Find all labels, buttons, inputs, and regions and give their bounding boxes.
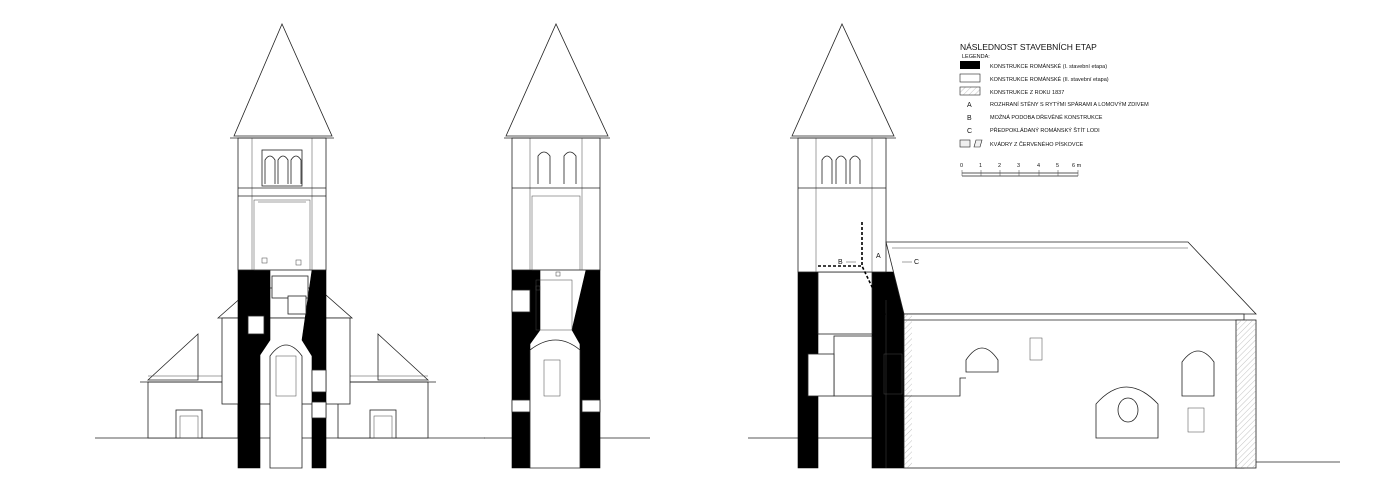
legend-swatch-stage1: [960, 61, 980, 69]
scale-tick-6: 6 m: [1072, 163, 1082, 169]
marker-b: B: [838, 259, 843, 266]
scale-tick-5: 5: [1056, 163, 1059, 169]
scale-tick-2: 2: [998, 163, 1001, 169]
legend-item-3: KONSTRUKCE Z ROKU 1837: [990, 90, 1064, 96]
legend-item-7: KVÁDRY Z ČERVENÉHO PÍSKOVCE: [990, 141, 1084, 148]
legend-item-5: MOŽNÁ PODOBA DŘEVĚNÉ KONSTRUKCE: [990, 113, 1103, 121]
legend-key-a: A: [967, 102, 972, 109]
elevation-west: [95, 23, 485, 469]
legend-item-6: PŘEDPOKLÁDANÝ ROMÁNSKÝ ŠTÍT LODI: [990, 126, 1100, 134]
marker-c: C: [914, 259, 919, 266]
scale-tick-0: 0: [960, 163, 963, 169]
drawing-markers: A B C: [838, 253, 919, 266]
scale-tick-4: 4: [1037, 163, 1040, 169]
marker-a: A: [876, 253, 881, 260]
elevation-section: [484, 23, 650, 469]
legend: NÁSLEDNOST STAVEBNÍCH ETAP LEGENDA: KONS…: [959, 42, 1149, 177]
legend-key-c: C: [967, 128, 972, 135]
legend-swatch-quader: [959, 139, 983, 148]
scale-tick-3: 3: [1017, 163, 1020, 169]
elevation-longitudinal: [748, 23, 1340, 469]
legend-swatch-1837: [959, 86, 981, 96]
legend-title: NÁSLEDNOST STAVEBNÍCH ETAP: [960, 42, 1097, 52]
legend-key-b: B: [967, 115, 972, 122]
legend-item-1: KONSTRUKCE ROMÁNSKÉ (I. stavební etapa): [990, 63, 1107, 70]
legend-subtitle: LEGENDA:: [962, 54, 990, 60]
legend-item-2: KONSTRUKCE ROMÁNSKÉ (II. stavební etapa): [990, 76, 1109, 83]
scale-bar: 0 1 2 3 4 5 6 m: [960, 163, 1082, 177]
legend-item-4: ROZHRANÍ STĚNY S RYTÝMI SPÁRAMI A LOMOVÝ…: [990, 100, 1149, 108]
scale-tick-1: 1: [979, 163, 982, 169]
legend-swatch-stage2: [959, 73, 981, 83]
